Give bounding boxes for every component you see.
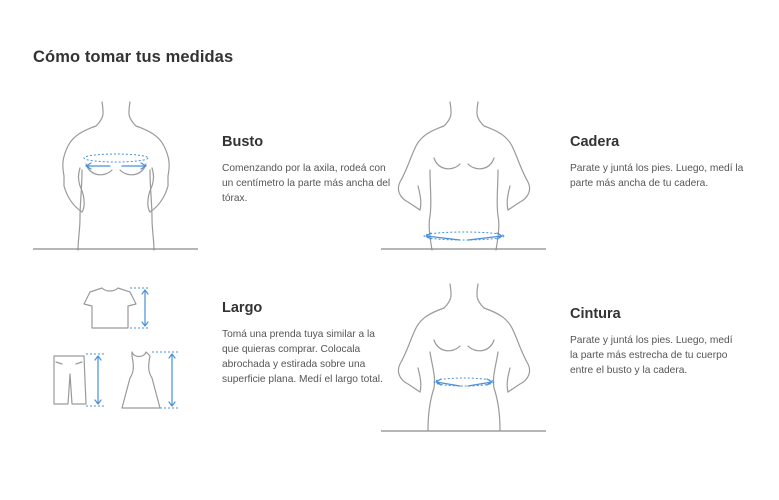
cintura-title: Cintura [570, 306, 621, 322]
section-largo: Largo Tomá una prenda tuya similar a la … [222, 300, 387, 387]
waist-figure-icon [381, 283, 546, 432]
section-cadera: Cadera Parate y juntá los pies. Luego, m… [570, 134, 745, 191]
section-cintura: Cintura Parate y juntá los pies. Luego, … [570, 306, 740, 378]
busto-title: Busto [222, 134, 264, 150]
busto-description: Comenzando por la axila, rodeá con un ce… [222, 163, 391, 204]
largo-description: Tomá una prenda tuya similar a la que qu… [222, 329, 383, 385]
page-title: Cómo tomar tus medidas [33, 48, 234, 66]
bust-figure-icon [33, 101, 198, 251]
garments-length-icon [53, 287, 178, 409]
hip-figure-icon [381, 101, 546, 251]
cadera-title: Cadera [570, 134, 620, 150]
largo-title: Largo [222, 300, 263, 316]
section-busto: Busto Comenzando por la axila, rodeá con… [222, 134, 397, 206]
cadera-description: Parate y juntá los pies. Luego, medí la … [570, 163, 744, 189]
cintura-description: Parate y juntá los pies. Luego, medí la … [570, 335, 733, 376]
